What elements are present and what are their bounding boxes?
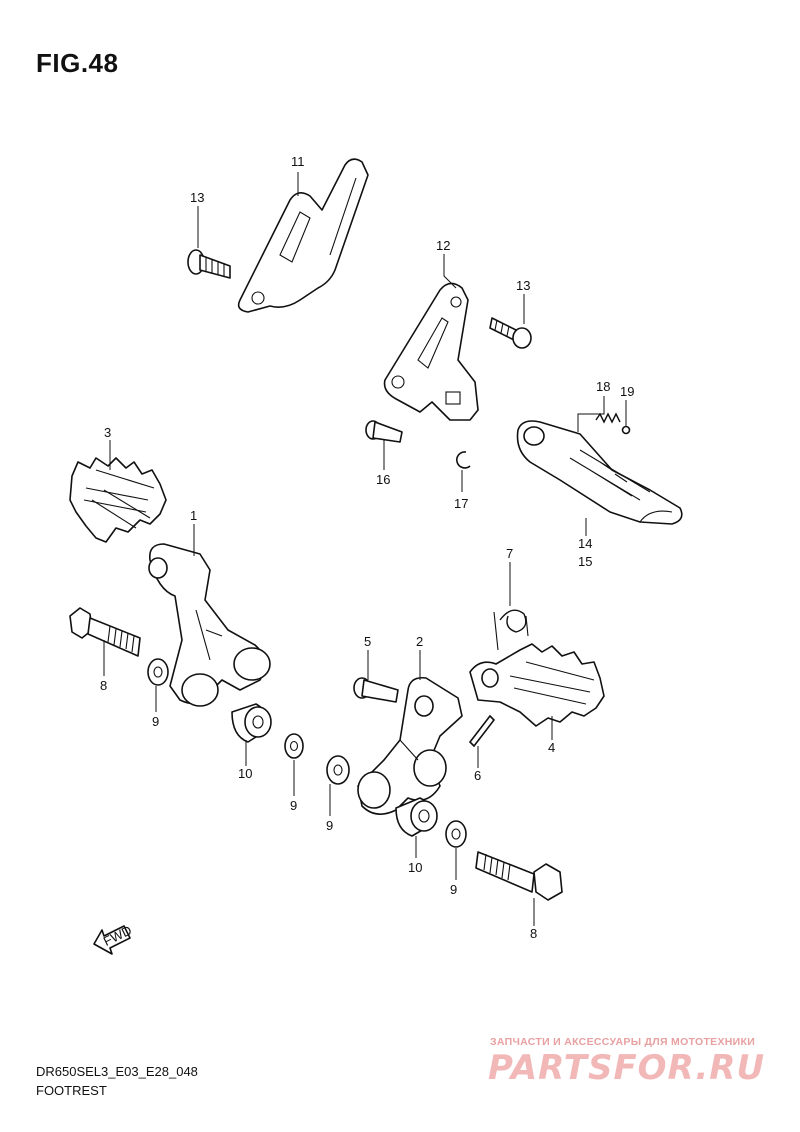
model-code: DR650SEL3_E03_E28_048: [36, 1064, 198, 1079]
part-2-bracket: [357, 676, 463, 815]
part-8-bolt-right: [475, 851, 563, 901]
callout-10-right: 10: [408, 860, 422, 875]
part-4-footpeg: [469, 643, 605, 727]
watermark-tagline: ЗАПЧАСТИ И АКСЕССУАРЫ ДЛЯ МОТОТЕХНИКИ: [490, 1036, 756, 1048]
part-6-cotter-pin: [468, 714, 496, 748]
figure-title: FIG.48: [36, 48, 119, 78]
part-10-bushing-right: [395, 797, 438, 837]
callout-9-b: 9: [290, 798, 297, 813]
callout-4: 4: [548, 740, 555, 755]
part-17-clip: [456, 451, 471, 469]
part-12-bracket: [383, 282, 479, 421]
callout-8-left: 8: [100, 678, 107, 693]
callout-13-upper: 13: [190, 190, 204, 205]
callout-10-left: 10: [238, 766, 252, 781]
part-9-washer-1: [147, 658, 169, 686]
fwd-arrow-icon: FWD: [93, 922, 134, 955]
part-9-washer-4: [445, 820, 467, 848]
leader-lines: [103, 172, 627, 926]
part-16-pin: [365, 420, 403, 443]
part-13-bolt-right: [489, 317, 532, 349]
callout-9-a: 9: [152, 714, 159, 729]
callout-7: 7: [506, 546, 513, 561]
callout-14: 14: [578, 536, 592, 551]
callout-13-right: 13: [516, 278, 530, 293]
figure-caption: FOOTREST: [36, 1083, 107, 1098]
part-18-spring: [595, 412, 621, 424]
callout-11: 11: [291, 154, 305, 169]
part-13-bolt-upper: [187, 249, 231, 279]
callout-9-c: 9: [326, 818, 333, 833]
callout-6: 6: [474, 768, 481, 783]
callout-5: 5: [364, 634, 371, 649]
part-19-ball: [621, 425, 631, 435]
callout-12: 12: [436, 238, 450, 253]
part-14-footrest: [516, 420, 683, 525]
callout-15: 15: [578, 554, 592, 569]
watermark-logo: PARTSFOR.RU: [488, 1048, 766, 1088]
part-1-bracket: [148, 543, 271, 707]
callout-1: 1: [190, 508, 197, 523]
part-11-bracket: [237, 158, 369, 313]
part-8-bolt-left: [69, 607, 141, 657]
part-3-footpeg: [69, 457, 167, 543]
callout-19: 19: [620, 384, 634, 399]
callout-8-right: 8: [530, 926, 537, 941]
callout-2: 2: [416, 634, 423, 649]
part-7-spring: [493, 609, 529, 651]
part-5-pin: [353, 677, 399, 703]
callout-17: 17: [454, 496, 468, 511]
callout-16: 16: [376, 472, 390, 487]
part-9-washer-3: [326, 755, 350, 785]
callout-18: 18: [596, 379, 610, 394]
callout-3: 3: [104, 425, 111, 440]
callout-9-d: 9: [450, 882, 457, 897]
part-9-washer-2: [284, 733, 304, 759]
part-10-bushing-left: [231, 703, 272, 743]
